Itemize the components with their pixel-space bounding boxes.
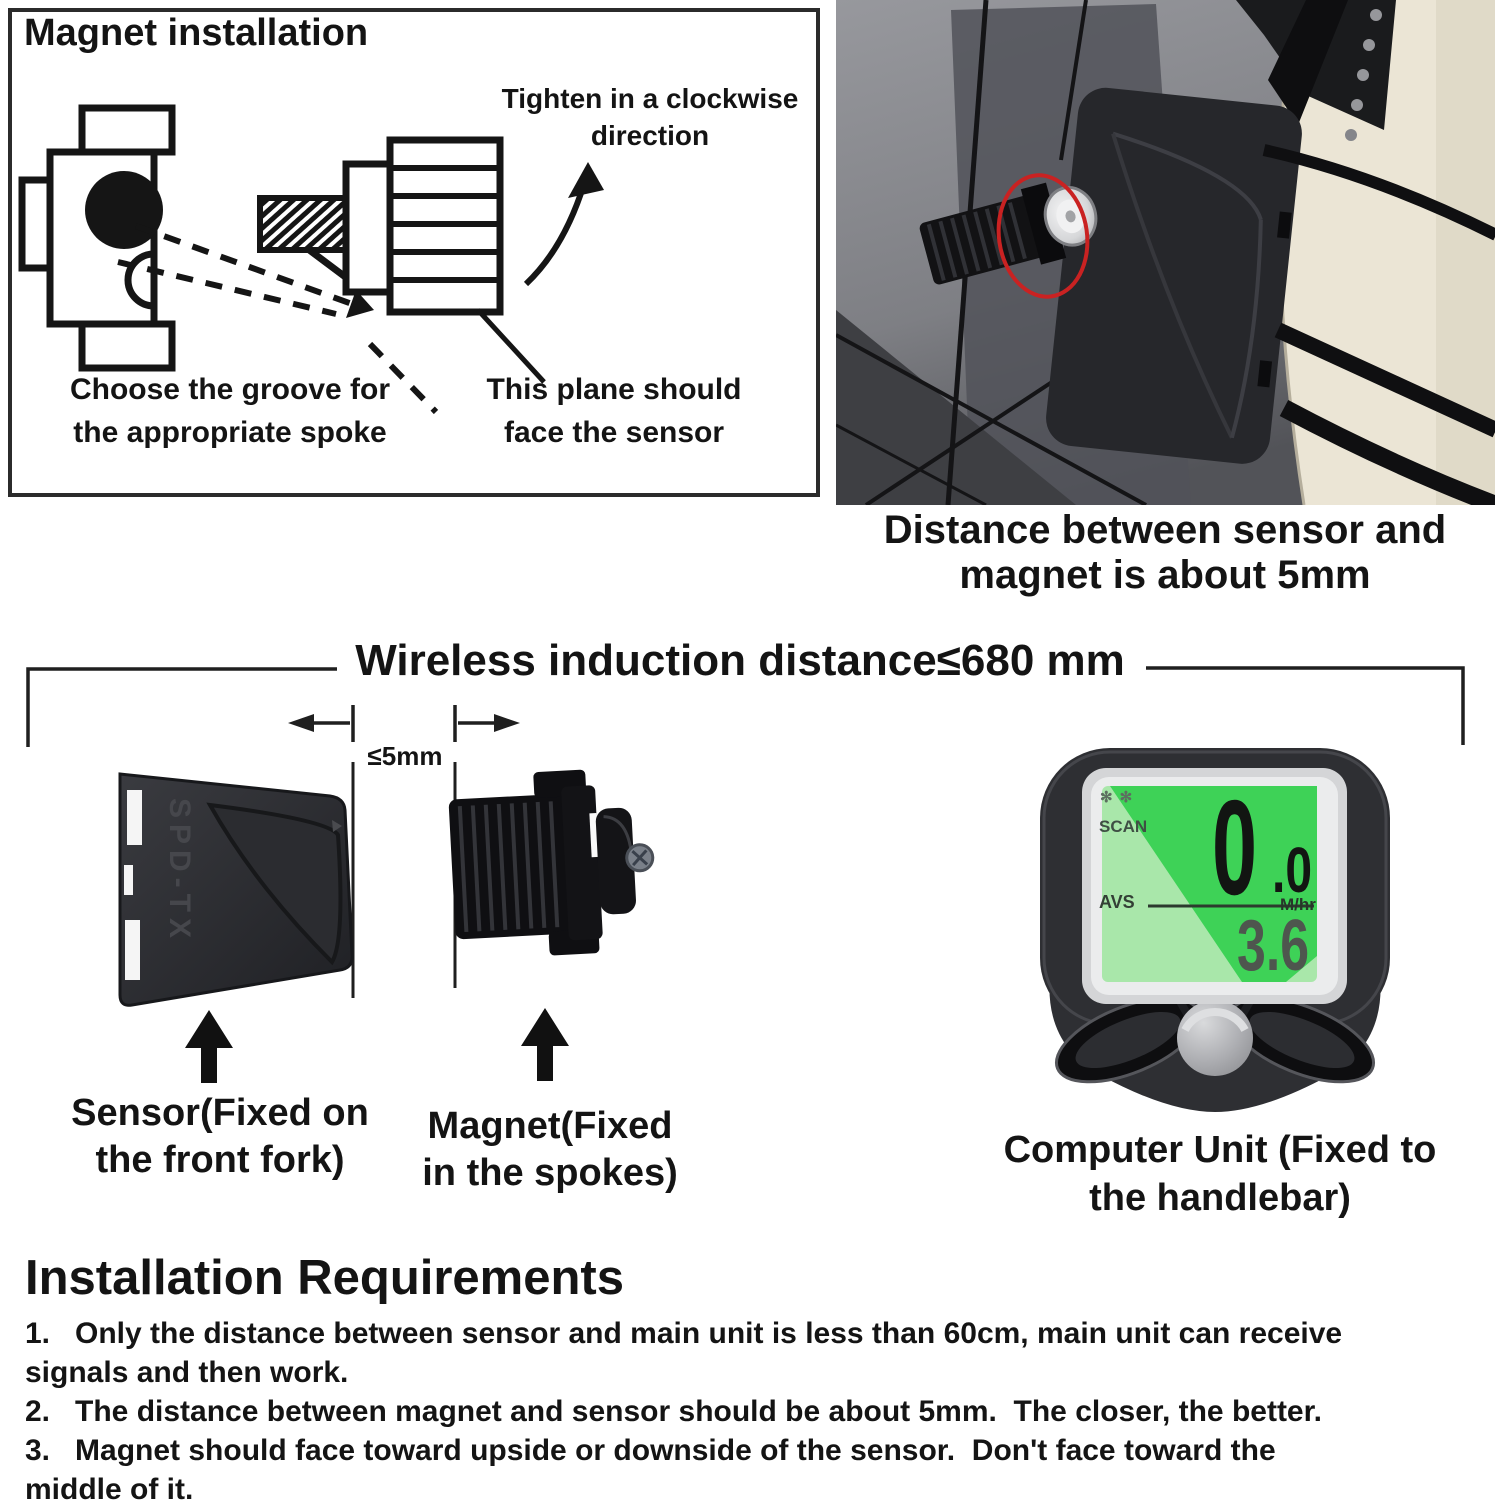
requirements-heading: Installation Requirements [25,1251,625,1305]
magnet-dot [85,171,163,249]
requirement-line: middle of it. [25,1473,194,1506]
requirement-line: 3. Magnet should face toward upside or d… [25,1434,1276,1467]
induction-title: Wireless induction distance≤680 mm [355,636,1125,685]
sensor-model-text: SPD-TX [163,798,196,945]
photo-caption: Distance between sensor and magnet is ab… [883,508,1447,597]
sensor-magnet-photo [836,0,1495,505]
requirement-line: 2. The distance between magnet and senso… [25,1395,1322,1428]
box-title: Magnet installation [24,12,369,54]
title-bracket-lines [26,666,1465,747]
dashed-arrowhead [346,290,374,318]
plane-pointer-line [476,308,546,384]
zip-ties [1262,144,1495,505]
photo-magnet [919,182,1098,285]
label-groove: Choose the groove for the appropriate sp… [69,373,391,449]
lcd-speed-decimal: .0 [1272,834,1313,906]
label-plane: This plane should face the sensor [486,373,742,449]
lcd-unit-label: M/hr [1280,895,1316,914]
requirement-line: signals and then work. [25,1356,349,1389]
magnet-installation-diagram [18,104,604,415]
computer-label: Computer Unit (Fixed to the handlebar) [1003,1129,1437,1219]
sensor-label: Sensor(Fixed on the front fork) [71,1092,369,1181]
lcd-speed-digit: 0 [1212,772,1258,923]
lcd-avs-label: AVS [1099,892,1135,912]
screw-drawing [257,136,504,316]
groove-dashed-pointers [117,223,439,415]
sensor-product [118,772,354,1007]
photo-sensor [1046,87,1302,464]
cassette [1236,0,1396,141]
clockwise-arrow-icon [523,162,604,287]
magnet-up-arrow-icon [521,1008,569,1081]
requirement-line: 1. Only the distance between sensor and … [25,1317,1343,1350]
magnet-profile-drawing [18,104,176,372]
magnet-product [448,769,655,956]
computer-unit [1040,748,1390,1112]
red-highlight-circle [996,173,1090,299]
magnet-installation-box [8,8,820,497]
lcd-bright-area [1110,786,1317,982]
sensor-up-arrow-icon [185,1010,233,1083]
label-tighten: Tighten in a clockwise direction [501,83,799,151]
lcd-scan-label: SCAN [1099,817,1148,836]
requirements-list: 1. Only the distance between sensor and … [25,1314,1485,1509]
lcd-avg-value: 3.6 [1237,906,1310,986]
gap-label: ≤5mm [367,741,443,771]
snowflake-icons: ✻✻ [1100,789,1140,806]
induction-figure [26,666,1465,1112]
magnet-label: Magnet(Fixed in the spokes) [422,1105,678,1194]
